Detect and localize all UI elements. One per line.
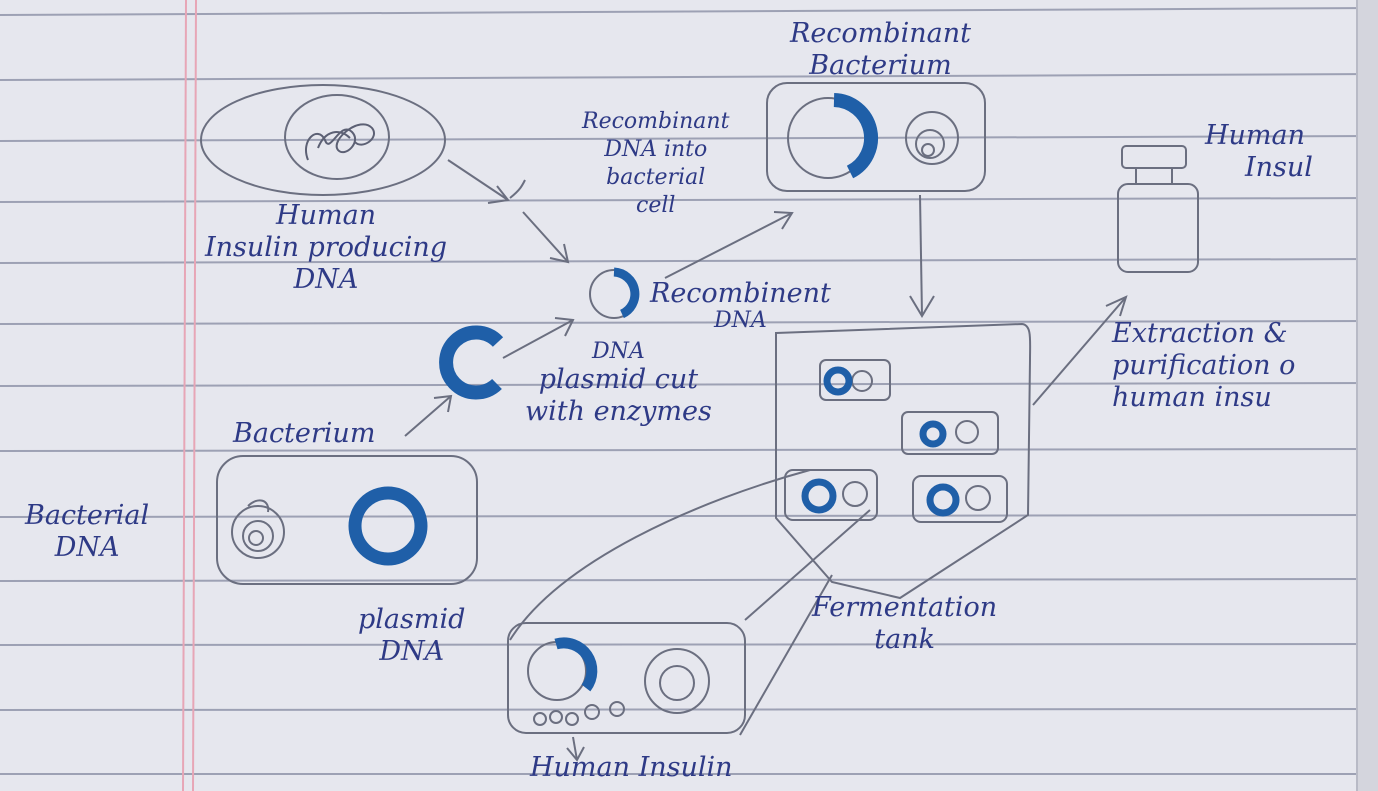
- label-recombinant-dna-into-cell: Recombinant DNA into bacterial cell: [582, 108, 729, 220]
- label-ext-line2: purification o: [1112, 350, 1296, 381]
- tank-plasmids: [801, 366, 960, 517]
- label-recombinant-dna: Recombinent DNA: [650, 278, 831, 332]
- label-bdna-line2: DNA: [54, 532, 120, 563]
- label-human-insulin-bottle: Human Insul: [1205, 120, 1313, 184]
- label-bacterial-dna: Bacterial DNA: [25, 500, 149, 564]
- label-rdi-line4: cell: [636, 193, 676, 218]
- label-ext-line1: Extraction &: [1112, 318, 1288, 349]
- label-pdna-line2: DNA: [379, 636, 445, 667]
- label-recombinant-bacterium-line2: Bacterium: [809, 50, 952, 81]
- label-plasmid-dna: plasmid DNA: [358, 604, 465, 668]
- label-rdna-line2: DNA: [714, 308, 767, 333]
- label-rdi-line3: bacterial: [606, 165, 706, 190]
- label-rdi-line2: DNA into: [604, 137, 708, 162]
- cut-plasmid: [439, 325, 504, 400]
- label-recombinant-bacterium-line1: Recombinant: [790, 18, 971, 49]
- insulin-bottle: [1117, 145, 1199, 273]
- label-pdna-line1: plasmid: [358, 604, 466, 635]
- bacterium-cell: [216, 455, 478, 585]
- label-fermentation-tank: Fermentation tank: [812, 592, 997, 656]
- label-ext-line3: human insu: [1112, 382, 1272, 413]
- label-rdi-line1: Recombinant: [582, 109, 730, 134]
- label-hipd-line1: Human: [276, 200, 377, 231]
- page-edge: [1357, 0, 1378, 791]
- label-dpc-line2: plasmid cut: [538, 364, 699, 395]
- label-ft-line1: Fermentation: [812, 592, 998, 623]
- recombinant-bacterium-cell: [766, 82, 986, 192]
- label-hipd-line3: DNA: [293, 264, 359, 295]
- label-hib-line2: Insul: [1245, 152, 1313, 183]
- label-rdna-line1: Recombinent: [650, 278, 831, 309]
- human-cell: [200, 84, 446, 196]
- label-human-insulin-producing-dna: Human Insulin producing DNA: [205, 200, 447, 296]
- recombinant-dna-ring: [589, 267, 640, 319]
- label-recombinant-bacterium: Recombinant Bacterium: [790, 18, 971, 82]
- label-dpc-line3: with enzymes: [525, 396, 712, 427]
- label-dpc-line1: DNA: [592, 339, 645, 364]
- label-bdna-line1: Bacterial: [25, 500, 150, 531]
- ruled-lines: [0, 7, 1378, 775]
- plasmid-dna: [348, 486, 428, 566]
- label-human-insulin: Human Insulin: [530, 752, 733, 783]
- label-hib-line1: Human: [1205, 120, 1306, 151]
- fermentation-tank: [775, 322, 1032, 600]
- label-extraction: Extraction & purification o human insu: [1112, 318, 1295, 414]
- label-bacterium: Bacterium: [233, 418, 376, 449]
- margin-line: [182, 0, 197, 791]
- label-dna-plasmid-cut: DNA plasmid cut with enzymes: [525, 340, 712, 428]
- label-ft-line2: tank: [874, 624, 935, 655]
- process-arrows: [404, 159, 1128, 762]
- label-hipd-line2: Insulin producing: [205, 232, 448, 263]
